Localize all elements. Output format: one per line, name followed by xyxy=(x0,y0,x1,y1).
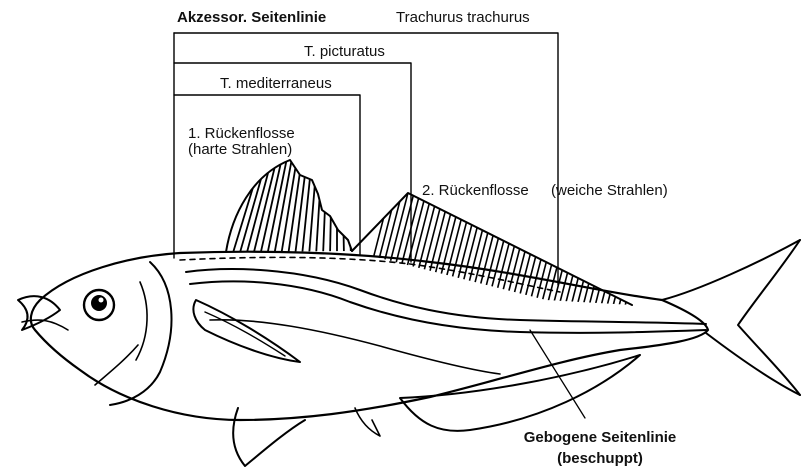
label-lateral-line2: (beschuppt) xyxy=(557,450,643,467)
label-lateral-line1: Gebogene Seitenlinie xyxy=(524,429,677,446)
fin2-rays xyxy=(360,185,668,310)
bracket-trachurus xyxy=(174,33,558,285)
fin1-ray-line xyxy=(309,158,317,256)
accessory-lateral-line xyxy=(180,257,560,292)
label-fin2-b: (weiche Strahlen) xyxy=(551,182,668,199)
fin1-ray-line xyxy=(323,158,327,256)
fin2-ray-line xyxy=(624,185,656,310)
anal-spines xyxy=(355,408,380,436)
pectoral-ray xyxy=(205,312,285,356)
fin2-ray-line xyxy=(618,185,650,310)
fin1-ray-line xyxy=(295,158,307,256)
label-trachurus: Trachurus trachurus xyxy=(396,9,530,26)
fin2-ray-line xyxy=(612,185,644,310)
pectoral-fin xyxy=(193,300,300,362)
body-outline xyxy=(31,252,708,420)
tail-notch xyxy=(738,240,800,395)
second-dorsal-fin xyxy=(352,185,668,310)
label-fin2-a: 2. Rückenflosse xyxy=(422,182,529,199)
label-akzessor: Akzessor. Seitenlinie xyxy=(177,9,326,26)
first-dorsal-fin xyxy=(226,158,352,256)
fin1-ray-line xyxy=(330,158,332,256)
fin1-ray-line xyxy=(260,158,282,256)
eye-pupil xyxy=(91,295,107,311)
label-mediterraneus: T. mediterraneus xyxy=(220,75,332,92)
jaw-line xyxy=(22,320,68,330)
fin2-ray-line xyxy=(636,185,668,310)
label-fin1-line1: 1. Rückenflosse xyxy=(188,125,295,142)
lateral-line-upper xyxy=(186,269,706,324)
lateral-line-lower xyxy=(190,281,706,332)
fin1-ray-line xyxy=(253,158,277,256)
fish-body xyxy=(18,252,708,420)
gill-inner xyxy=(136,282,147,360)
eye-highlight xyxy=(99,298,104,303)
label-fin1-line2: (harte Strahlen) xyxy=(188,141,292,158)
bracket-lines xyxy=(174,33,558,285)
fin1-rays xyxy=(232,158,351,256)
label-picturatus: T. picturatus xyxy=(304,43,385,60)
anal-fin xyxy=(400,355,640,431)
fin2-ray-line xyxy=(630,185,662,310)
tail-fin xyxy=(662,240,800,395)
fin1-ray-line xyxy=(342,158,344,256)
cheek-line xyxy=(95,345,138,385)
